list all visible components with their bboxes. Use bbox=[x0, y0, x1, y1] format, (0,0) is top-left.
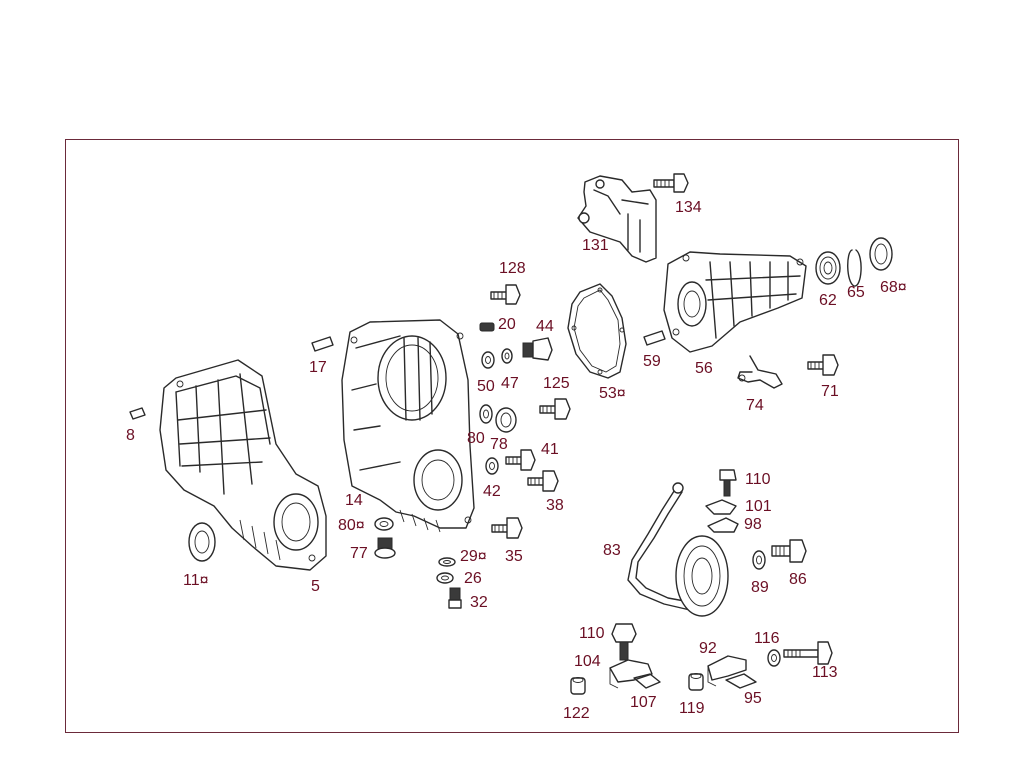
clip-part-101 bbox=[705, 499, 737, 515]
label-68: 68¤ bbox=[880, 279, 907, 296]
ring-part-80-lower bbox=[374, 517, 394, 531]
clip-part-98 bbox=[707, 517, 739, 533]
label-78: 78 bbox=[490, 436, 508, 453]
label-110-lower: 110 bbox=[579, 625, 605, 642]
bolt-part-38 bbox=[527, 470, 559, 492]
washer-part-89 bbox=[752, 550, 766, 570]
label-80-upper: 80 bbox=[467, 430, 485, 447]
label-26: 26 bbox=[464, 570, 482, 587]
bolt-part-110-lower bbox=[611, 623, 637, 661]
part-labels: 134 131 128 20 44 17 50 47 125 53¤ 59 56… bbox=[126, 199, 907, 722]
bolt-part-110-upper bbox=[719, 469, 737, 497]
label-101: 101 bbox=[745, 498, 772, 515]
label-44: 44 bbox=[536, 318, 554, 335]
bolt-part-35 bbox=[491, 517, 523, 539]
label-62: 62 bbox=[819, 292, 837, 309]
bracket-part-131 bbox=[577, 175, 657, 263]
bolt-part-71 bbox=[807, 354, 839, 376]
label-32: 32 bbox=[470, 594, 488, 611]
label-41: 41 bbox=[541, 441, 559, 458]
bolt-part-113 bbox=[783, 641, 833, 665]
label-134: 134 bbox=[675, 199, 702, 216]
label-11: 11¤ bbox=[183, 572, 209, 589]
bearing-part-62 bbox=[815, 251, 841, 285]
label-86: 86 bbox=[789, 571, 807, 588]
label-29: 29¤ bbox=[460, 548, 487, 565]
spacer-part-119 bbox=[688, 673, 704, 691]
gasket-part-53 bbox=[567, 283, 627, 379]
label-119: 119 bbox=[679, 700, 705, 717]
washer-part-47 bbox=[501, 348, 513, 364]
label-98: 98 bbox=[744, 516, 762, 533]
label-125: 125 bbox=[543, 375, 570, 392]
pin-part-59 bbox=[643, 330, 666, 346]
diagram-frame bbox=[65, 139, 959, 733]
label-5: 5 bbox=[311, 578, 320, 595]
label-71: 71 bbox=[821, 383, 839, 400]
washer-part-29 bbox=[438, 557, 456, 567]
label-107: 107 bbox=[630, 694, 657, 711]
label-113: 113 bbox=[812, 664, 838, 681]
ring-part-80-upper bbox=[479, 404, 493, 424]
label-50: 50 bbox=[477, 378, 495, 395]
label-104: 104 bbox=[574, 653, 601, 670]
label-92: 92 bbox=[699, 640, 717, 657]
pin-part-17 bbox=[311, 336, 334, 352]
label-65: 65 bbox=[847, 284, 865, 301]
seal-part-68 bbox=[869, 237, 893, 271]
clip-part-107 bbox=[633, 673, 661, 689]
label-89: 89 bbox=[751, 579, 769, 596]
stud-part-20 bbox=[479, 322, 495, 332]
washer-part-42 bbox=[485, 457, 499, 475]
label-56: 56 bbox=[695, 360, 713, 377]
label-116: 116 bbox=[754, 630, 780, 647]
label-59: 59 bbox=[643, 353, 661, 370]
label-95: 95 bbox=[744, 690, 762, 707]
label-38: 38 bbox=[546, 497, 564, 514]
banjo-bolt-part-86 bbox=[771, 539, 807, 563]
label-128: 128 bbox=[499, 260, 526, 277]
oil-line-part-83 bbox=[627, 482, 729, 617]
dowel-part-8 bbox=[129, 407, 146, 420]
label-80-lower: 80¤ bbox=[338, 517, 365, 534]
label-131: 131 bbox=[582, 237, 609, 254]
bracket-part-104 bbox=[609, 659, 653, 689]
label-83: 83 bbox=[603, 542, 621, 559]
clip-part-95 bbox=[725, 673, 757, 689]
center-housing-part-14 bbox=[341, 319, 475, 533]
label-47: 47 bbox=[501, 375, 519, 392]
seal-part-78 bbox=[495, 407, 517, 433]
bolt-part-128 bbox=[490, 284, 521, 305]
label-42: 42 bbox=[483, 483, 501, 500]
label-53: 53¤ bbox=[599, 385, 626, 402]
label-20: 20 bbox=[498, 316, 516, 333]
bracket-part-74 bbox=[737, 355, 783, 389]
washer-part-116 bbox=[767, 649, 781, 667]
bolt-part-125 bbox=[539, 398, 571, 420]
circlip-part-65 bbox=[847, 249, 862, 287]
bolt-part-41 bbox=[505, 449, 536, 471]
label-14: 14 bbox=[345, 492, 363, 509]
bolt-part-134 bbox=[653, 173, 689, 193]
label-74: 74 bbox=[746, 397, 764, 414]
main-housing-part-5 bbox=[159, 359, 327, 571]
label-35: 35 bbox=[505, 548, 523, 565]
washer-part-50 bbox=[481, 351, 495, 369]
fitting-part-44 bbox=[522, 337, 553, 361]
label-8: 8 bbox=[126, 427, 135, 444]
extension-housing-part-56 bbox=[663, 251, 807, 353]
washer-part-26 bbox=[436, 572, 454, 584]
plug-part-77 bbox=[374, 537, 396, 559]
plug-part-32 bbox=[448, 587, 462, 609]
spacer-part-122 bbox=[570, 677, 586, 695]
bracket-part-92 bbox=[707, 655, 747, 687]
label-17: 17 bbox=[309, 359, 327, 376]
label-122: 122 bbox=[563, 705, 590, 722]
label-77: 77 bbox=[350, 545, 368, 562]
seal-part-11 bbox=[188, 522, 216, 562]
label-110-upper: 110 bbox=[745, 471, 771, 488]
